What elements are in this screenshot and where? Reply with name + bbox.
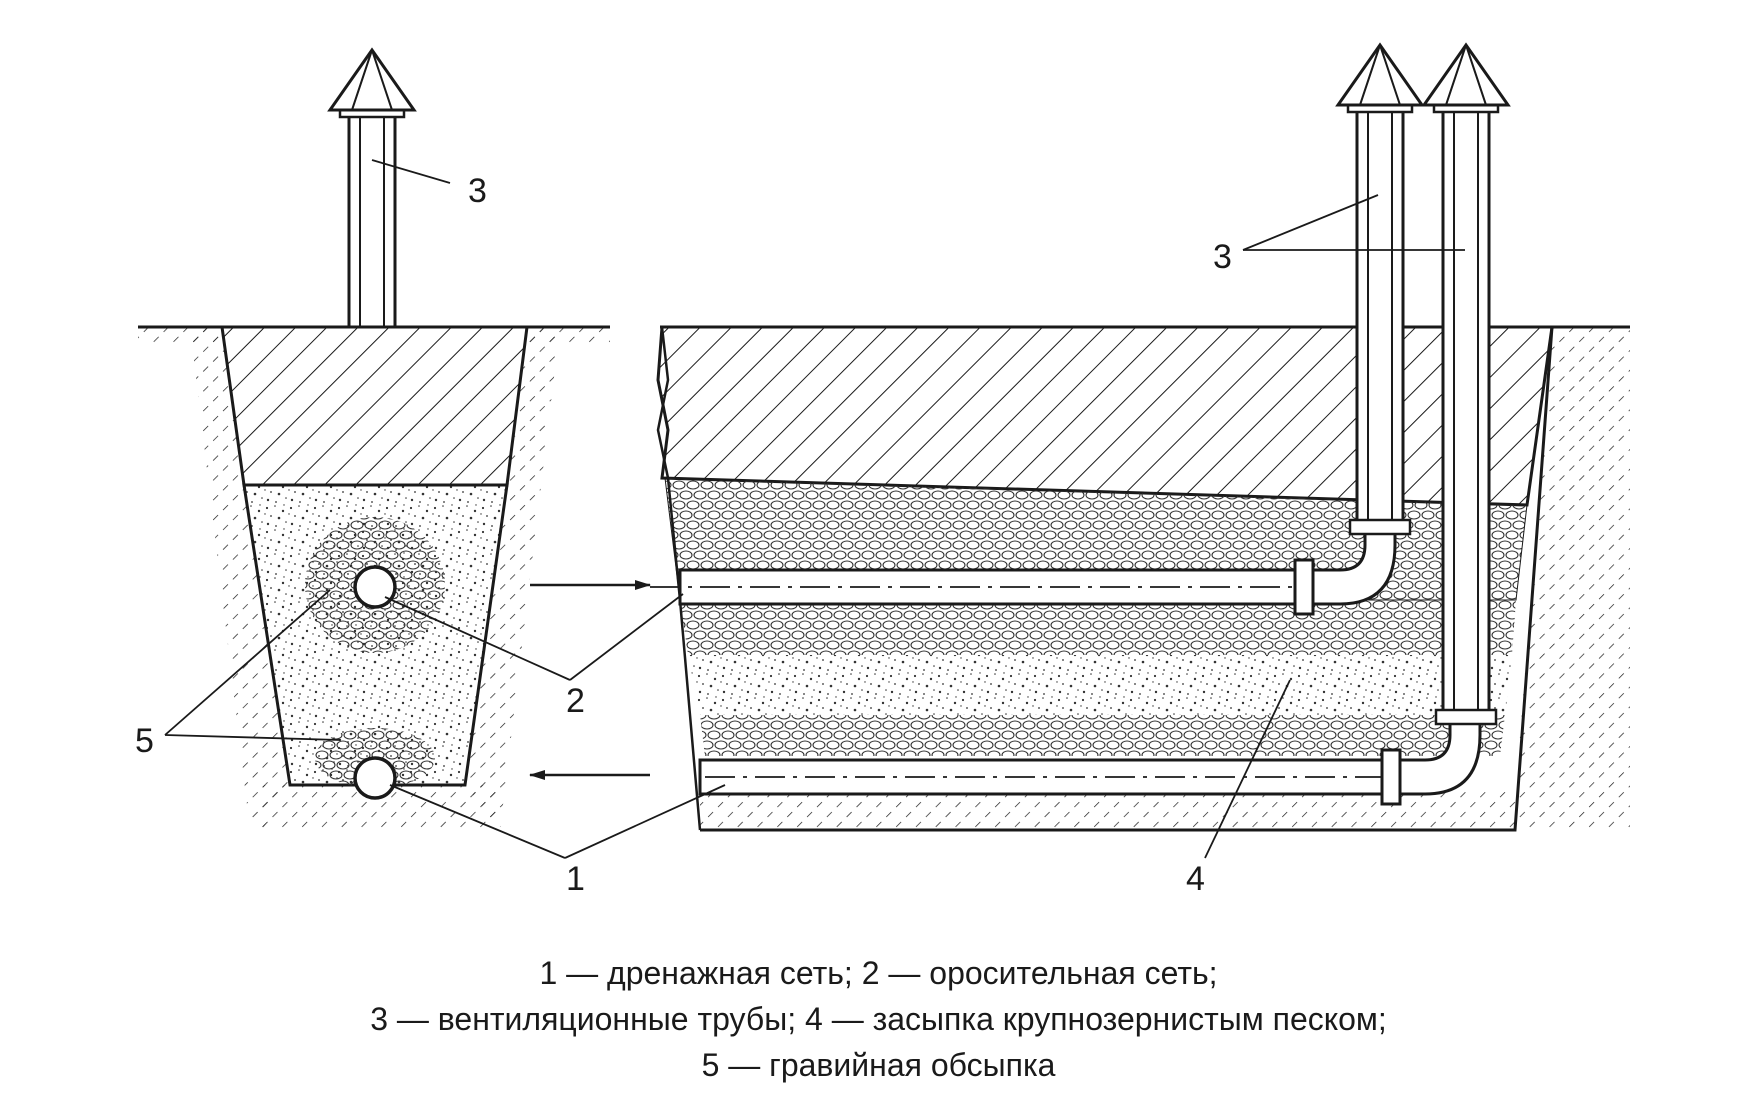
- legend-line-2: 3 — вентиляционные трубы; 4 — засыпка кр…: [370, 1001, 1387, 1037]
- label-vent-left: 3: [468, 172, 487, 210]
- backfill-long: [656, 325, 1554, 507]
- trench-outline-right: [700, 326, 1554, 832]
- vent-pipe-left: [338, 103, 406, 329]
- irrigation-pipe: [650, 528, 1397, 616]
- soil-surface-right: [527, 327, 610, 345]
- irrigation-pipe-section: [353, 565, 397, 609]
- soil-right-wall: [465, 327, 560, 830]
- label-vent-right: 3: [1213, 238, 1232, 276]
- label-drainage: 1: [566, 860, 585, 898]
- vent-cap-irrigation: [1335, 42, 1425, 107]
- trench-break-left: [656, 326, 702, 831]
- label-irrigation: 2: [566, 682, 585, 720]
- longitudinal-section: [650, 42, 1630, 832]
- backfill-cross: [220, 325, 529, 487]
- vent-cap-drainage: [1421, 42, 1511, 107]
- filtration-trench-diagram: 3 3 2 5 1 4: [135, 42, 1630, 898]
- vent-pipe-irrigation: [1346, 98, 1414, 536]
- legend-line-1: 1 — дренажная сеть; 2 — оросительная сет…: [539, 955, 1218, 991]
- vent-cap-left: [327, 47, 417, 112]
- cross-section: [138, 47, 610, 830]
- soil-left-wall: [190, 327, 290, 830]
- drainage-pipe-section: [353, 756, 397, 800]
- gravel-layer-lower: [700, 715, 1505, 756]
- soil-bottom: [262, 785, 500, 830]
- legend-line-3: 5 — гравийная обсыпка: [701, 1047, 1056, 1083]
- sand-layer: [688, 655, 1512, 715]
- drainage-pipe: [698, 718, 1482, 806]
- label-gravel: 5: [135, 722, 154, 760]
- label-sand: 4: [1186, 860, 1205, 898]
- leader-lines: [164, 159, 1465, 859]
- soil-surface-left: [138, 327, 222, 345]
- legend-caption: 1 — дренажная сеть; 2 — оросительная сет…: [0, 950, 1757, 1088]
- soil-bottom-right: [700, 792, 1515, 830]
- vent-pipe-drainage: [1432, 98, 1500, 726]
- gravel-layer-mid: [680, 600, 1516, 655]
